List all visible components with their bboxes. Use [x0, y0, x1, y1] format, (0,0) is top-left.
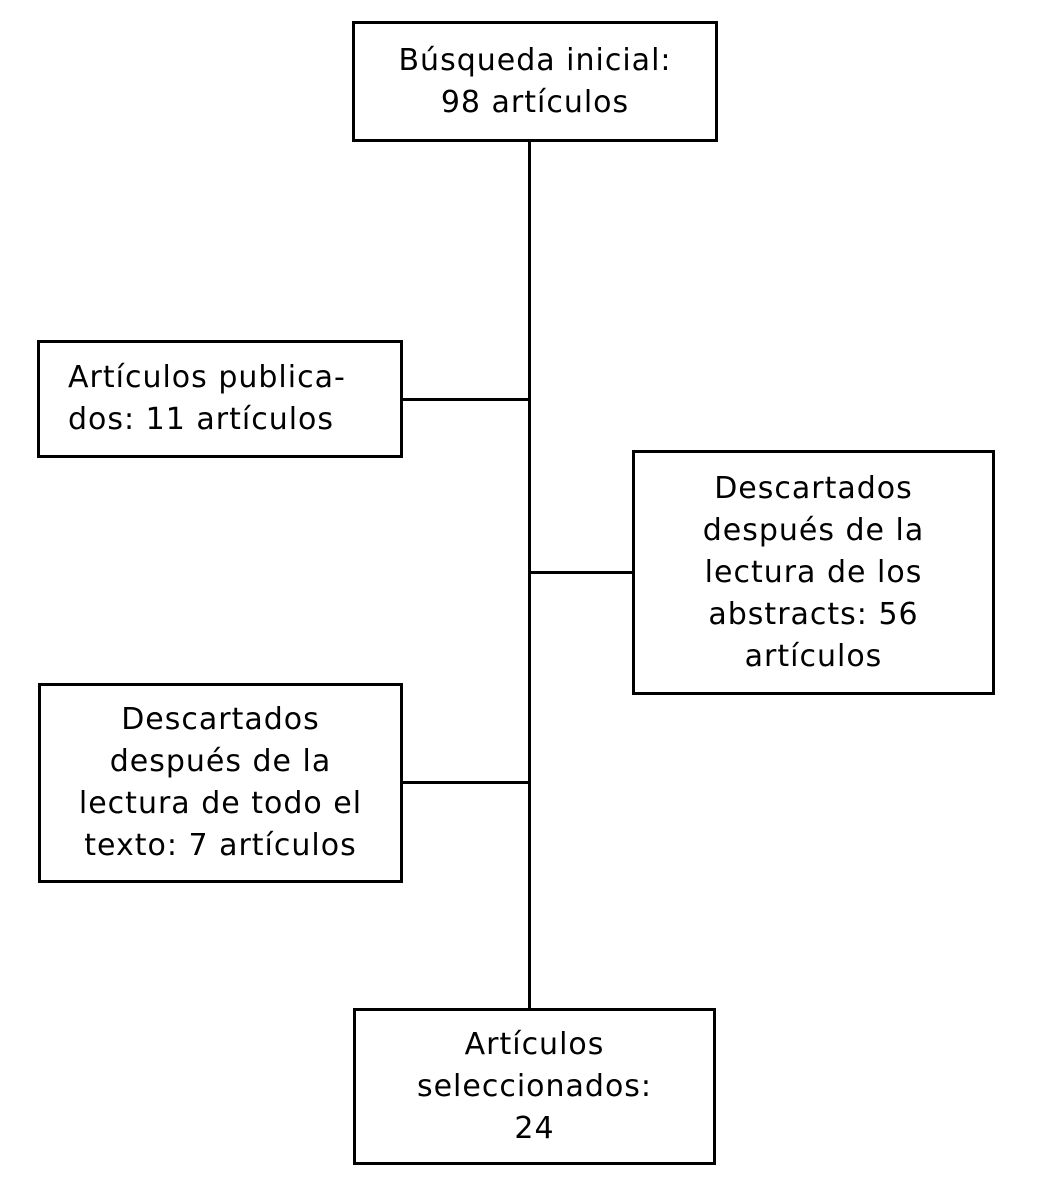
node-text-line: Artículos publica-: [68, 360, 346, 395]
node-text-line: dos: 11 artículos: [68, 402, 335, 437]
node-text-line: Artículos: [464, 1026, 605, 1062]
node-text-line: abstracts: 56: [708, 596, 919, 632]
node-discarded-after-abstracts: Descartados después de la lectura de los…: [632, 450, 995, 695]
node-text-line: texto: 7 artículos: [84, 828, 357, 863]
node-text-line: seleccionados:: [416, 1068, 653, 1104]
node-text-line: lectura de los: [704, 554, 923, 590]
node-text-line: artículos: [744, 638, 883, 674]
node-text-line: Búsqueda inicial:: [398, 42, 672, 78]
node-text-line: 98 artículos: [440, 84, 630, 120]
node-text-line: después de la: [109, 744, 332, 779]
node-text-line: Descartados: [714, 470, 913, 506]
node-initial-search: Búsqueda inicial: 98 artículos: [352, 21, 718, 142]
node-text-line: Descartados: [121, 702, 320, 737]
node-published-articles: Artículos publica- dos: 11 artículos: [37, 340, 403, 458]
node-text-line: 24: [514, 1110, 555, 1146]
connector-to-fulltext-box: [403, 781, 530, 784]
connector-to-published-box: [403, 398, 530, 401]
node-text-line: después de la: [702, 512, 925, 548]
node-discarded-after-full-text: Descartados después de la lectura de tod…: [38, 683, 403, 883]
node-selected-articles: Artículos seleccionados: 24: [353, 1008, 716, 1165]
connector-to-abstracts-box: [529, 571, 632, 574]
node-text-line: lectura de todo el: [78, 786, 363, 821]
connector-vertical-trunk: [528, 142, 531, 1008]
